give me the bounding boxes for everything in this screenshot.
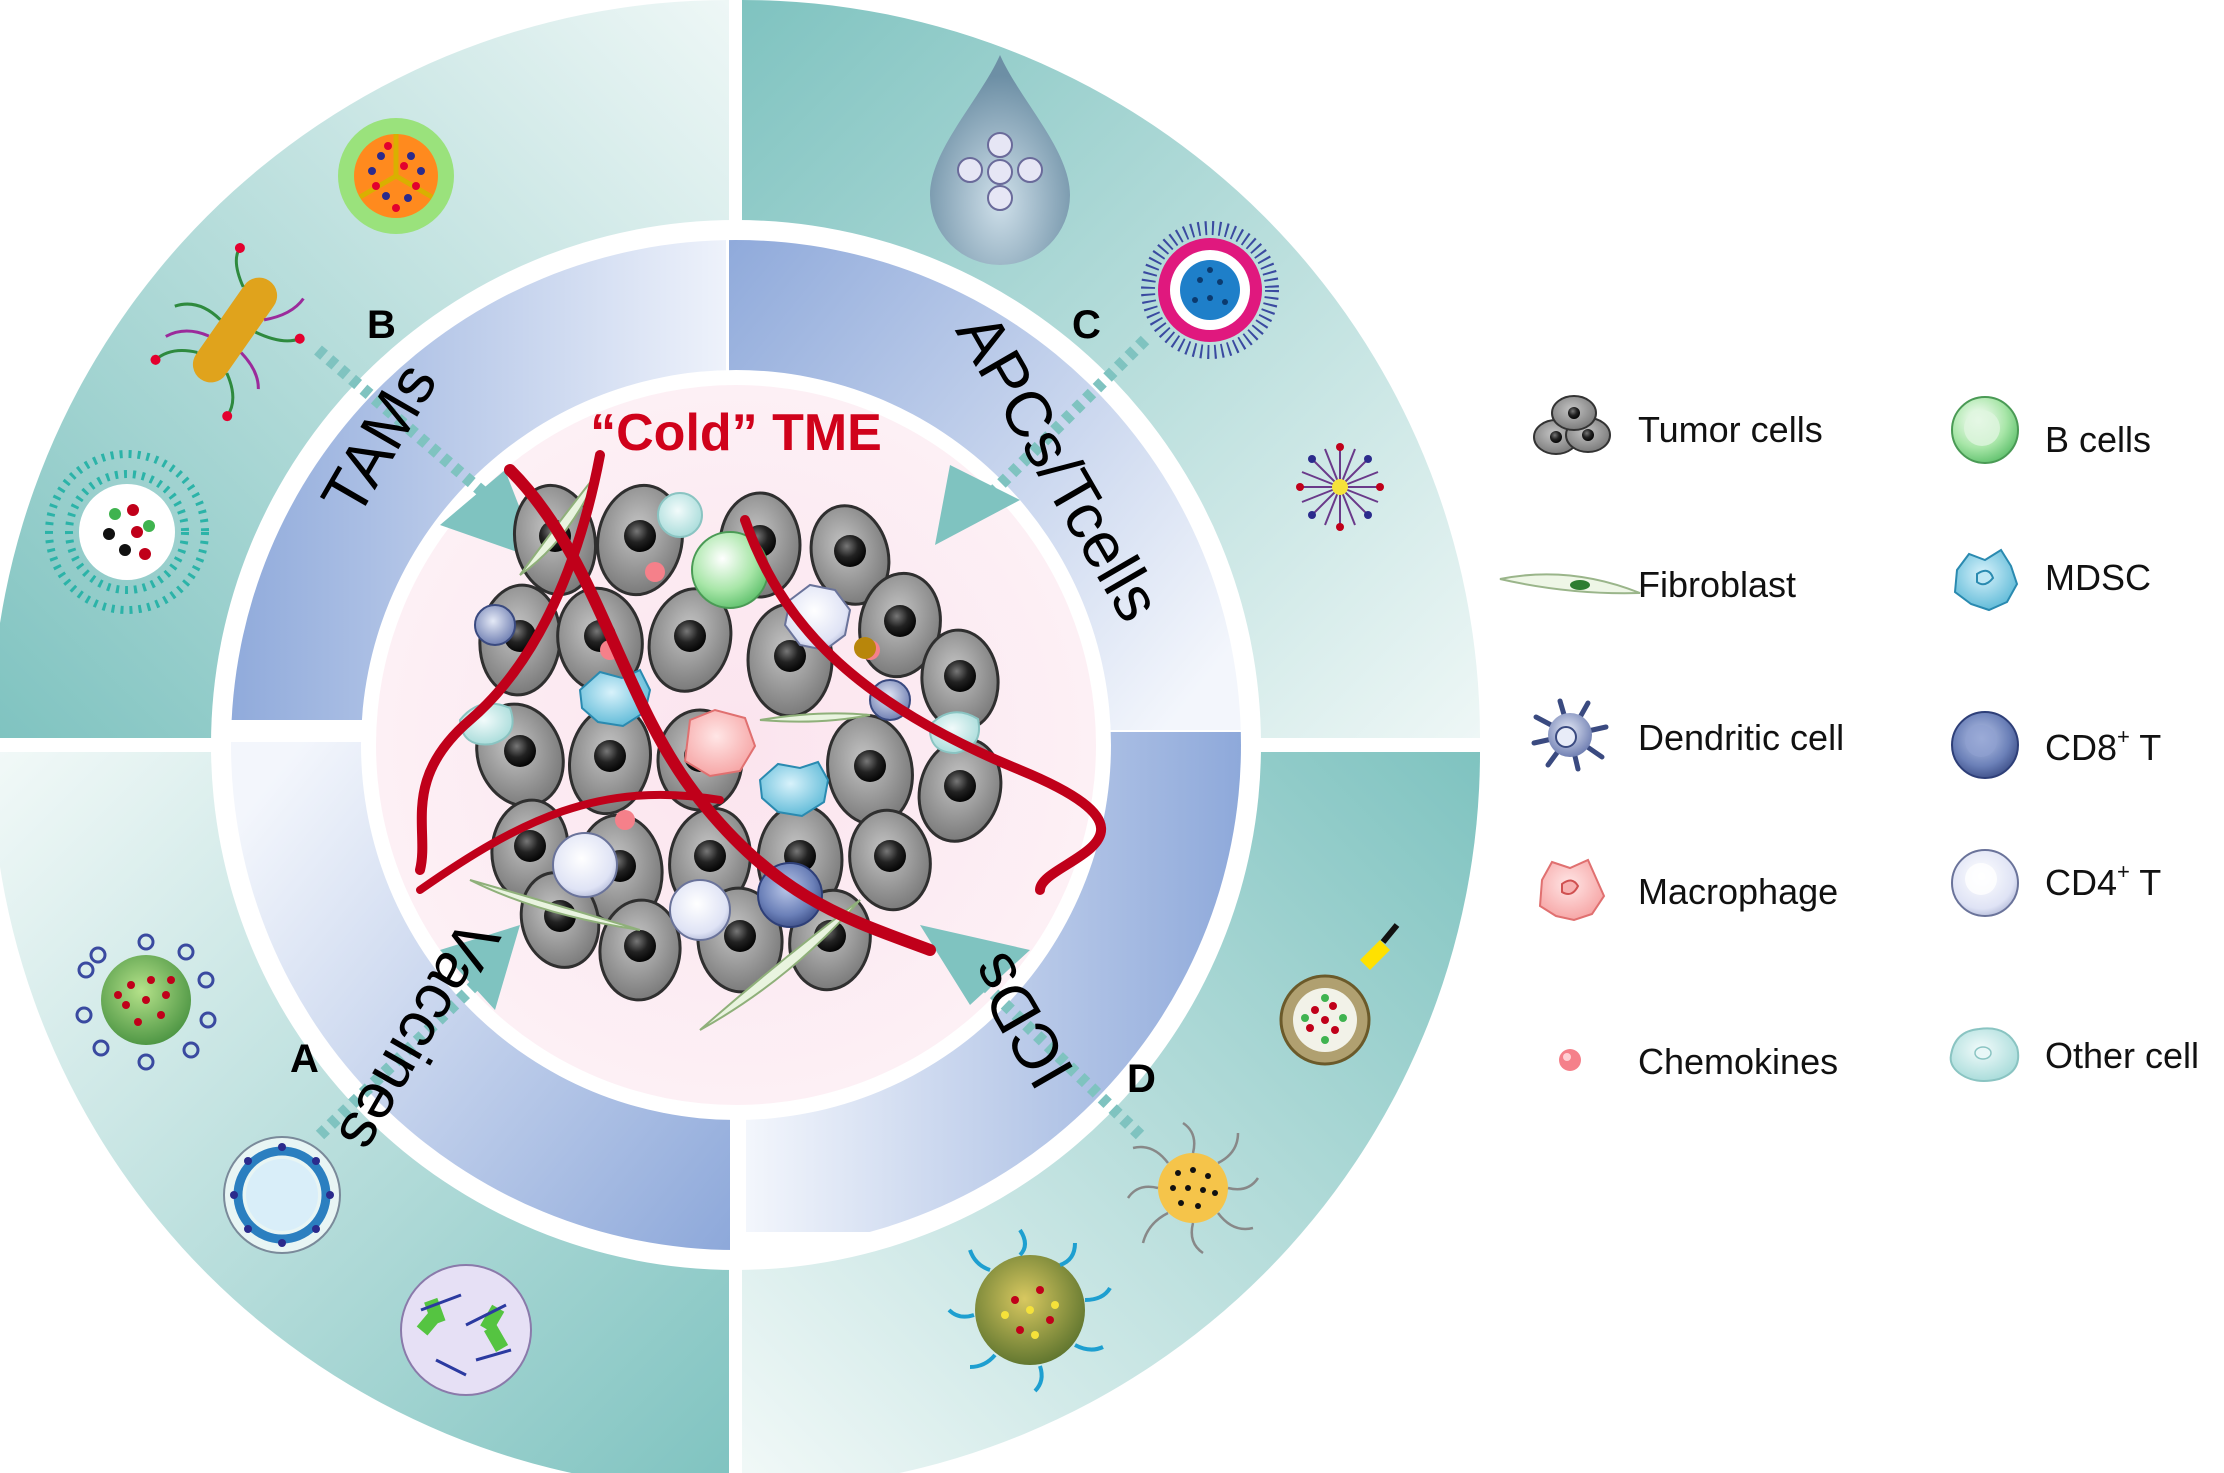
cd8-t-cell-icon xyxy=(1951,711,2019,779)
macrophage-icon xyxy=(1538,858,1606,922)
tumor-nucleus xyxy=(624,930,656,962)
arrow-d xyxy=(920,925,1030,1005)
other-cell-icon xyxy=(1949,1027,2020,1082)
b-quadrant-particles xyxy=(45,118,454,614)
cd8-sup: + xyxy=(2117,724,2130,749)
sector-letter-c: C xyxy=(1072,303,1101,347)
legend-label-tumor-cells: Tumor cells xyxy=(1638,409,1823,450)
tumor-nucleus xyxy=(774,640,806,672)
cd4-sup: + xyxy=(2117,859,2130,884)
arrow-a xyxy=(440,925,520,1010)
dna-nanoparticle-icon xyxy=(400,1264,532,1396)
fibroblast xyxy=(759,712,871,723)
arrow-c xyxy=(935,465,1020,545)
other-cell xyxy=(657,492,703,538)
cd8-suffix: T xyxy=(2130,727,2161,768)
sector-letter-a: A xyxy=(290,1037,319,1081)
tumor-nucleus xyxy=(504,735,536,767)
connector-d xyxy=(980,980,1145,1140)
light-triggered-particle-icon xyxy=(1279,923,1400,1066)
d-quadrant-particles xyxy=(947,923,1400,1393)
cd4-suffix: T xyxy=(2130,862,2161,903)
cd4-t-cell xyxy=(552,832,618,898)
blood-vessel xyxy=(415,450,605,875)
dendritic-cell-icon xyxy=(1531,698,1609,772)
fibroblast xyxy=(699,899,861,1031)
spiky-micelle-icon xyxy=(1141,221,1279,359)
cd4-t-cell-icon xyxy=(1951,849,2019,917)
legend-label-b-cells: B cells xyxy=(2045,419,2151,460)
tumor-nucleus xyxy=(944,660,976,692)
tumor-nucleus xyxy=(624,520,656,552)
legend-label-dendritic-cell: Dendritic cell xyxy=(1638,717,1844,758)
decorated-nanoparticle-icon xyxy=(75,933,217,1071)
chemokine xyxy=(854,637,876,659)
c-quadrant-particles xyxy=(930,55,1384,531)
connectors xyxy=(314,335,1150,1140)
tumor-nucleus xyxy=(674,620,706,652)
tentacle-nanoparticle-icon xyxy=(1126,1121,1260,1255)
dendritic-cell xyxy=(474,604,516,646)
blood-vessel xyxy=(416,790,724,894)
chemokine xyxy=(615,810,635,830)
sector-letter-b: B xyxy=(367,303,396,347)
cd4-t-cell xyxy=(783,583,852,652)
fibroblast-icon xyxy=(1499,573,1641,595)
chemokine xyxy=(645,562,665,582)
mdsc-cell xyxy=(758,760,830,818)
sector-letter-d: D xyxy=(1127,1057,1156,1101)
legend-label-fibroblast: Fibroblast xyxy=(1638,564,1796,605)
a-quadrant-particles xyxy=(75,933,532,1396)
tumor-nucleus xyxy=(694,840,726,872)
blood-vessels xyxy=(415,450,1107,956)
legend-label-other-cell: Other cell xyxy=(2045,1035,2199,1076)
rod-nanoparticle-icon xyxy=(150,242,305,422)
b-cell-icon xyxy=(1951,396,2019,464)
tumor-cells-icon xyxy=(1533,395,1611,455)
tumor-nucleus xyxy=(594,740,626,772)
center-title: “Cold” TME xyxy=(590,404,882,462)
connector-a xyxy=(315,975,485,1140)
legend-label-macrophage: Macrophage xyxy=(1638,871,1838,912)
legend-label-mdsc: MDSC xyxy=(2045,557,2151,598)
legend: Tumor cells Fibroblast Dendritic cell Ma… xyxy=(1499,395,2199,1082)
tumor-nucleus xyxy=(884,605,916,637)
tumor-nucleus xyxy=(944,770,976,802)
macrophage-cell xyxy=(683,708,757,778)
tumor-nucleus xyxy=(724,920,756,952)
tumor-nucleus xyxy=(834,535,866,567)
legend-label-cd4-t: CD4+ T xyxy=(2045,859,2161,903)
tumor-nucleus xyxy=(514,830,546,862)
liposome-icon xyxy=(45,450,209,614)
star-nanoparticle-icon xyxy=(1296,443,1384,531)
cd8-label: CD8 xyxy=(2045,727,2117,768)
legend-label-cd8-t: CD8+ T xyxy=(2045,724,2161,768)
mdsc-icon xyxy=(1953,548,2019,612)
dna-coated-nanoparticle-icon xyxy=(947,1228,1112,1393)
chemokine-icon xyxy=(1559,1049,1581,1071)
tumor-nucleus xyxy=(854,750,886,782)
tri-compartment-nanoparticle-icon xyxy=(338,118,454,234)
cd4-label: CD4 xyxy=(2045,862,2117,903)
lipid-vesicle-icon xyxy=(223,1136,341,1254)
fibroblast xyxy=(469,879,641,931)
droplet-carrier-icon xyxy=(930,55,1070,265)
blood-vessel xyxy=(740,515,1107,895)
connector-c xyxy=(980,335,1150,505)
cd4-t-cell xyxy=(669,879,731,941)
legend-label-chemokines: Chemokines xyxy=(1638,1041,1838,1082)
tumor-nucleus xyxy=(874,840,906,872)
